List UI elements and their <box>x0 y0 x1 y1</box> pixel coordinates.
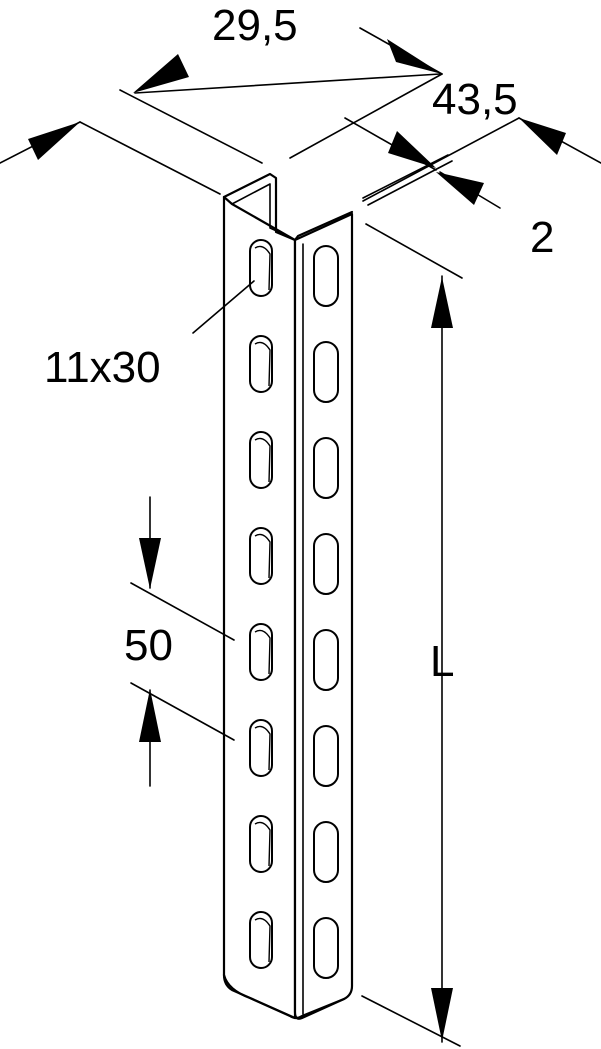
dim-29-5: 29,5 <box>119 1 443 164</box>
right-slot <box>313 821 339 883</box>
dim-slot-leader <box>192 280 255 334</box>
right-slot <box>313 437 339 499</box>
dim-29-5-leader <box>134 73 441 94</box>
dim-length: L <box>361 223 463 1047</box>
left-slot <box>249 527 273 585</box>
right-slot <box>313 629 339 691</box>
rail-body <box>222 172 354 1020</box>
left-slot <box>249 719 273 777</box>
left-face-slots <box>249 239 273 969</box>
dim-2: 2 <box>344 117 554 262</box>
left-slot <box>249 431 273 489</box>
dim-2-arrow-top <box>388 131 436 168</box>
dim-50-arrow-top <box>139 538 161 589</box>
dim-50-ext-top <box>130 582 235 641</box>
dim-29-5-label: 29,5 <box>212 1 298 50</box>
rail-top-back-edge <box>293 210 354 242</box>
right-slot <box>313 533 339 595</box>
right-face-slots <box>313 245 339 979</box>
dim-2-wall-a <box>362 154 449 199</box>
dim-29-5-arrow-left <box>133 54 189 93</box>
rail-bottom-edge <box>222 973 346 1020</box>
dim-2-arrow-bottom <box>436 172 484 205</box>
rail-top-lip-inner <box>231 183 291 238</box>
left-slot <box>249 623 273 681</box>
left-slot <box>249 815 273 873</box>
dim-length-arrow-bottom <box>431 988 453 1041</box>
left-slot <box>249 911 273 969</box>
dim-50-arrow-bottom <box>139 689 161 742</box>
right-slot <box>313 725 339 787</box>
dim-length-label: L <box>430 637 454 686</box>
left-slot <box>249 335 273 393</box>
dim-slot: 11x30 <box>44 280 255 392</box>
rail-top-lip <box>222 172 297 242</box>
dim-50: 50 <box>124 496 235 787</box>
dim-43-5-arrow-left <box>28 122 80 160</box>
dim-length-arrow-top <box>431 277 453 328</box>
dim-50-ext-bottom <box>130 682 235 741</box>
dim-29-5-arrow-right <box>387 39 442 74</box>
dim-length-ext-bottom <box>361 995 461 1047</box>
dim-43-5-arrow-right <box>519 118 566 155</box>
rail-left-face <box>222 195 297 1020</box>
dim-43-5: 43,5 <box>0 75 601 202</box>
dim-2-label: 2 <box>530 213 554 262</box>
right-slot <box>313 341 339 403</box>
dim-43-5-label: 43,5 <box>432 75 518 124</box>
dim-29-5-ext-right <box>289 73 443 159</box>
dim-50-label: 50 <box>124 621 173 670</box>
right-slot <box>313 245 339 307</box>
dim-slot-label: 11x30 <box>44 343 161 392</box>
dim-2-wall-b <box>367 160 453 206</box>
left-slot <box>249 239 273 297</box>
right-slot <box>313 917 339 979</box>
dim-43-5-ext-back <box>79 121 221 195</box>
dim-43-5-ext-right <box>362 117 520 202</box>
dim-29-5-ext-left <box>119 89 263 164</box>
dim-length-ext-top <box>365 223 463 279</box>
